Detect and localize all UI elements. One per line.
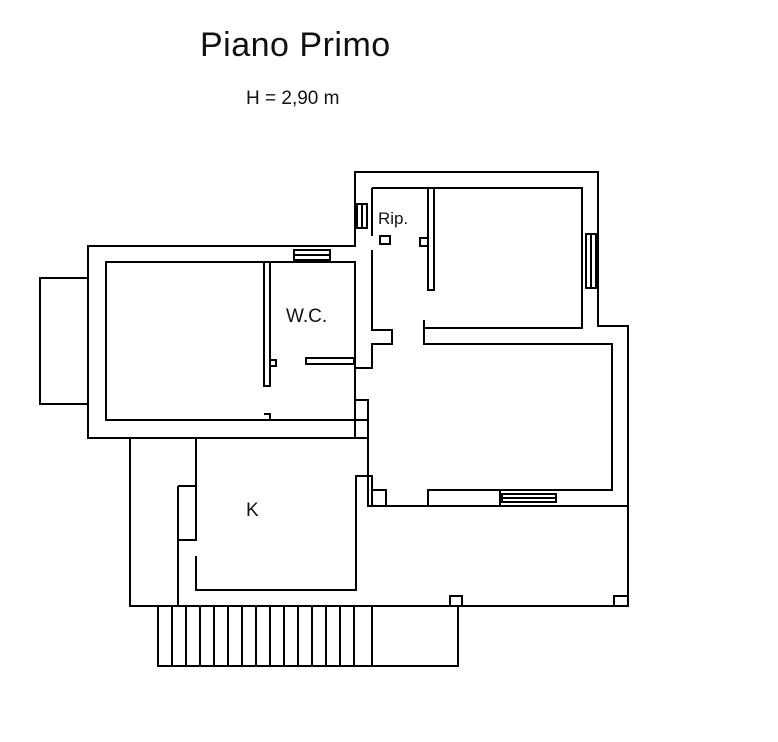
window-storage [356, 203, 368, 229]
corridor-counter [427, 489, 557, 507]
living-wall-step [355, 399, 369, 439]
kitchen-room [130, 437, 387, 606]
room-label-kitchen: K [246, 500, 259, 521]
upper-right-room [355, 187, 613, 491]
left-balcony [39, 277, 89, 405]
ceiling-height-label: H = 2,90 m [246, 88, 340, 109]
plan-title: Piano Primo [200, 26, 391, 64]
window-bedroom [585, 233, 597, 289]
window-main [293, 249, 331, 261]
left-terrace [129, 438, 178, 607]
staircase [157, 605, 459, 667]
wc-partitions [263, 262, 355, 420]
room-label-storage: Rip. [378, 209, 408, 228]
room-label-bathroom: W.C. [286, 306, 327, 327]
right-terrace [372, 505, 629, 607]
